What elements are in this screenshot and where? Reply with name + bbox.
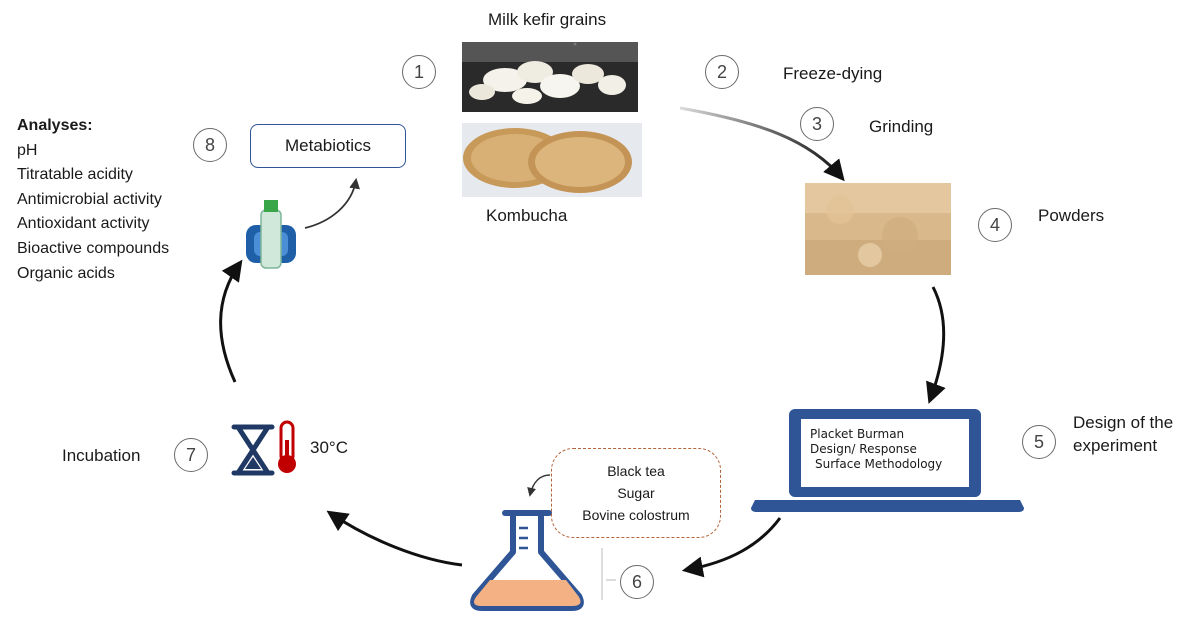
metabiotics-box: Metabiotics (250, 124, 406, 168)
analysis-item: Bioactive compounds (17, 239, 170, 257)
powders-label: Powders (1038, 206, 1105, 225)
freeze-drying-label: Freeze-dying (783, 64, 883, 83)
incubation-label: Incubation (62, 446, 141, 465)
step-1-circle: 1 (402, 55, 436, 89)
analysis-item: Antimicrobial activity (17, 190, 162, 208)
ingredient-item: Black tea (607, 463, 665, 479)
milk-kefir-label: Milk kefir grains (488, 10, 607, 29)
analysis-item: pH (17, 141, 38, 159)
grinding-label: Grinding (869, 117, 934, 136)
analyses-title: Analyses: (17, 117, 93, 134)
ingredient-item: Sugar (617, 485, 655, 501)
dot (573, 42, 577, 46)
arrow-incubation-to-tube (219, 259, 243, 383)
analyses-list: Analyses: pH Titratable acidity Antimicr… (17, 114, 169, 286)
design-label-line2: experiment (1073, 436, 1158, 455)
step-3-circle: 3 (800, 107, 834, 141)
step-6-circle: 6 (620, 565, 654, 599)
temperature-label: 30°C (310, 438, 348, 457)
screen-line: Design/ Response (810, 442, 917, 456)
ingredient-item: Bovine colostrum (582, 507, 690, 523)
analysis-item: Antioxidant activity (17, 215, 150, 233)
analysis-item: Organic acids (17, 264, 115, 282)
arrow-powder-to-design (926, 286, 946, 404)
flask-icon (470, 510, 584, 611)
arrow-ingredients-to-flask (527, 474, 551, 497)
step-8-circle: 8 (193, 128, 227, 162)
design-label-line1: Design of the (1073, 413, 1174, 432)
metabiotics-label: Metabiotics (285, 136, 371, 155)
analysis-item: Titratable acidity (17, 166, 133, 184)
milk-kefir-photo (462, 42, 638, 112)
laptop-screen-text: Placket Burman Design/ Response Surface … (810, 427, 942, 472)
hourglass-icon (231, 424, 275, 476)
screen-line: Placket Burman (810, 427, 905, 441)
arrow-flask-to-incubation (326, 510, 463, 567)
step-5-circle: 5 (1022, 425, 1056, 459)
thermometer-icon (278, 420, 296, 473)
kombucha-label: Kombucha (486, 206, 568, 225)
powder-photo (805, 183, 951, 275)
screen-line: Surface Methodology (815, 457, 943, 471)
step-4-circle: 4 (978, 208, 1012, 242)
arrow-grains-to-powder (679, 106, 845, 182)
arrow-tube-to-metabiotics (304, 177, 360, 229)
ingredients-box: Black tea Sugar Bovine colostrum (551, 448, 721, 538)
step-2-circle: 2 (705, 55, 739, 89)
sample-tube-icon (246, 200, 296, 269)
kombucha-photo (462, 123, 642, 197)
step-7-circle: 7 (174, 438, 208, 472)
laptop-icon (751, 409, 1024, 512)
arrow-design-to-flask (681, 517, 782, 578)
